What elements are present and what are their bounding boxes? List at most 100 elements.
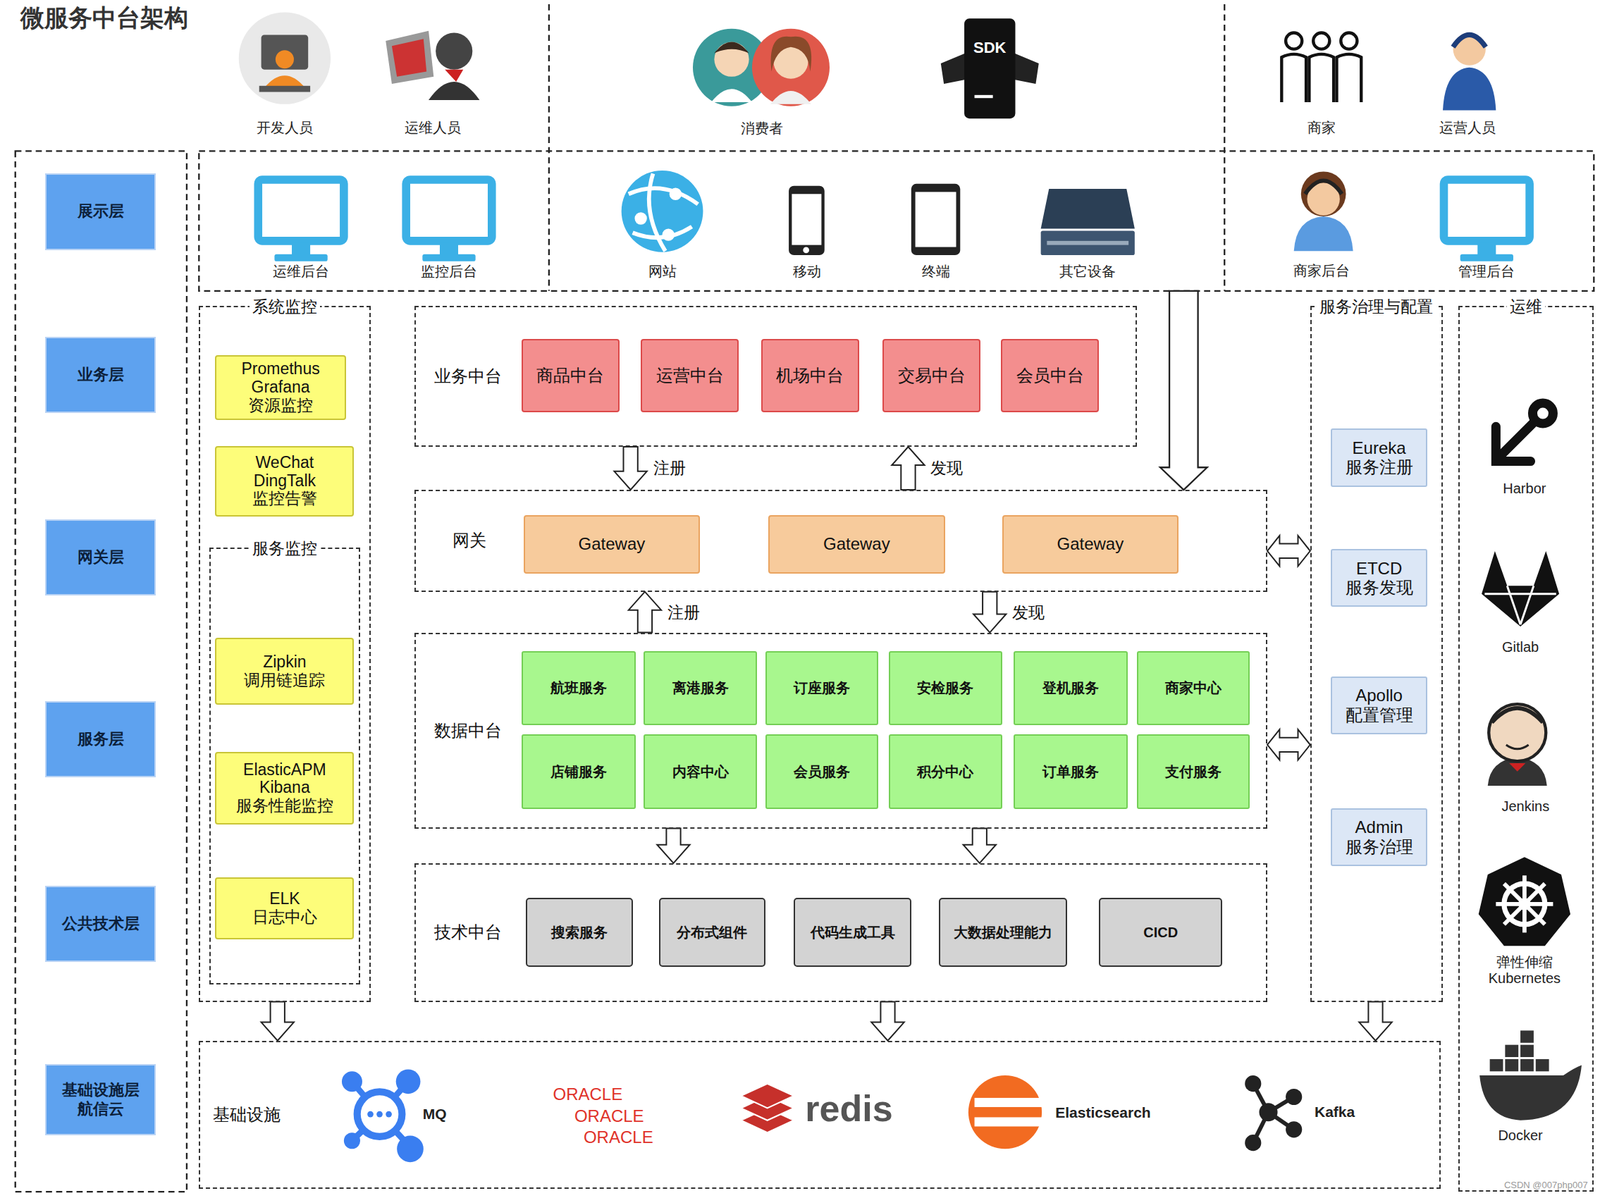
text-label: Harbor (1502, 480, 1546, 497)
box-text: Zipkin 调用链追踪 (243, 653, 325, 691)
box-text: 公共技术层 (62, 914, 140, 934)
box-text: 店铺服务 (550, 762, 607, 782)
text-label: SDK (973, 38, 1006, 57)
service-box: 订单服务 (1013, 734, 1128, 810)
box-text: ElasticAPM Kibana 服务性能监控 (236, 761, 334, 816)
box-text: Gateway (823, 534, 891, 555)
text-label: 运维人员 (404, 119, 461, 136)
service-box: 订座服务 (765, 651, 879, 726)
group-box: 数据中台航班服务离港服务订座服务安检服务登机服务商家中心店铺服务内容中心会员服务… (414, 632, 1268, 829)
service-box: 店铺服务 (521, 734, 636, 810)
tech-box: 大数据处理能力 (938, 897, 1068, 968)
layer-box: 业务层 (45, 336, 157, 414)
box-text: 代码生成工具 (810, 923, 896, 943)
box-text: Eureka 服务注册 (1345, 438, 1414, 478)
business-box: 会员中台 (1000, 339, 1099, 413)
text-label: Kafka (1314, 1103, 1355, 1121)
tech-box: 分布式组件 (659, 897, 766, 968)
box-text: 积分中心 (917, 762, 974, 782)
layer-box: 基础设施层 航信云 (45, 1064, 157, 1136)
box-text: Promethus Grafana 资源监控 (241, 360, 320, 415)
service-box: 内容中心 (643, 734, 758, 810)
box-text: 订座服务 (793, 678, 851, 698)
box-text: ELK 日志中心 (252, 890, 318, 927)
box-text: 商家中心 (1165, 678, 1222, 698)
box-text: WeChat DingTalk 监控告警 (252, 453, 318, 509)
hollow-arrow (973, 592, 1006, 633)
governance-box: Eureka 服务注册 (1330, 428, 1429, 488)
service-box: 安检服务 (888, 651, 1003, 726)
hollow-arrow (1267, 535, 1311, 567)
text-label: 管理后台 (1458, 263, 1515, 280)
layer-box: 公共技术层 (45, 885, 157, 963)
diagram-title: 微服务中台架构 (20, 2, 189, 35)
tech-box: CICD (1098, 897, 1223, 968)
service-box: 商家中心 (1136, 651, 1251, 726)
text-label: 监控后台 (420, 263, 478, 280)
box-text: ETCD 服务发现 (1345, 558, 1414, 598)
gateway-box: Gateway (768, 515, 945, 574)
box-text: 商品中台 (536, 364, 605, 387)
box-text: 航班服务 (550, 678, 607, 698)
text-label: 商家后台 (1293, 262, 1350, 279)
service-box: 离港服务 (643, 651, 758, 726)
hollow-arrow (1358, 1002, 1392, 1042)
box-text: 运营中台 (656, 364, 724, 387)
group-title: 数据中台 (434, 720, 502, 742)
text-label: 终端 (921, 263, 951, 280)
monitor-box: ELK 日志中心 (214, 877, 354, 940)
text-label: ORACLE (553, 1085, 624, 1106)
box-text: Apollo 配置管理 (1345, 685, 1414, 725)
box-text: 展示层 (77, 202, 125, 221)
text-label: 移动 (792, 263, 822, 280)
group-title: 基础设施 (212, 1104, 281, 1126)
text-label: Elasticsearch (1055, 1104, 1151, 1122)
service-box: 航班服务 (521, 651, 636, 726)
text-label: 运营人员 (1439, 119, 1496, 136)
hollow-arrow (891, 446, 925, 490)
group-title: 网关 (452, 530, 487, 552)
box-text: 交易中台 (897, 364, 966, 387)
box-text: 登机服务 (1042, 678, 1099, 698)
box-text: 网关层 (77, 548, 125, 567)
hollow-arrow (261, 1002, 294, 1042)
box-text: 基础设施层 航信云 (62, 1081, 140, 1119)
group-title: 业务中台 (434, 365, 502, 387)
text-label: 弹性伸缩 Kubernetes (1488, 954, 1561, 987)
box-text: Gateway (1057, 534, 1125, 555)
gateway-box: Gateway (523, 515, 700, 574)
layer-box: 展示层 (45, 173, 157, 251)
group-title: 服务治理与配置 (1316, 296, 1436, 318)
group-title: 服务监控 (249, 537, 320, 559)
monitor-box: WeChat DingTalk 监控告警 (214, 446, 354, 517)
box-text: Gateway (578, 534, 646, 555)
text-label: Docker (1497, 1127, 1543, 1144)
box-text: 订单服务 (1042, 762, 1099, 782)
hollow-arrow (871, 1002, 904, 1042)
box-text: Admin 服务治理 (1345, 817, 1414, 857)
hollow-arrow (614, 446, 648, 490)
business-box: 机场中台 (761, 339, 860, 413)
text-label: redis (804, 1088, 893, 1131)
box-text: 会员中台 (1016, 364, 1085, 387)
text-label: Gitlab (1502, 638, 1539, 655)
edge-label: 发现 (1010, 601, 1047, 624)
box-text: 大数据处理能力 (953, 923, 1053, 943)
box-text: CICD (1143, 924, 1178, 941)
business-box: 交易中台 (882, 339, 981, 413)
monitor-box: Zipkin 调用链追踪 (214, 637, 354, 706)
box-text: 分布式组件 (676, 923, 748, 943)
box-text: 服务层 (77, 730, 125, 749)
group-title: 运维 (1506, 296, 1546, 318)
group-box: 系统监控Promethus Grafana 资源监控WeChat DingTal… (198, 305, 371, 1002)
group-title: 系统监控 (249, 296, 320, 318)
text-label: 运维后台 (272, 263, 330, 280)
hollow-arrow (963, 828, 996, 864)
box-text: 搜索服务 (551, 923, 608, 943)
group-box: 网关 Gateway Gateway Gateway (414, 489, 1268, 593)
group-box: 服务监控Zipkin 调用链追踪ElasticAPM Kibana 服务性能监控… (209, 547, 361, 985)
monitor-box: ElasticAPM Kibana 服务性能监控 (214, 752, 354, 825)
group-box: 业务中台 商品中台 运营中台 机场中台 交易中台 会员中台 (414, 305, 1137, 447)
monitor-box: Promethus Grafana 资源监控 (214, 355, 346, 421)
